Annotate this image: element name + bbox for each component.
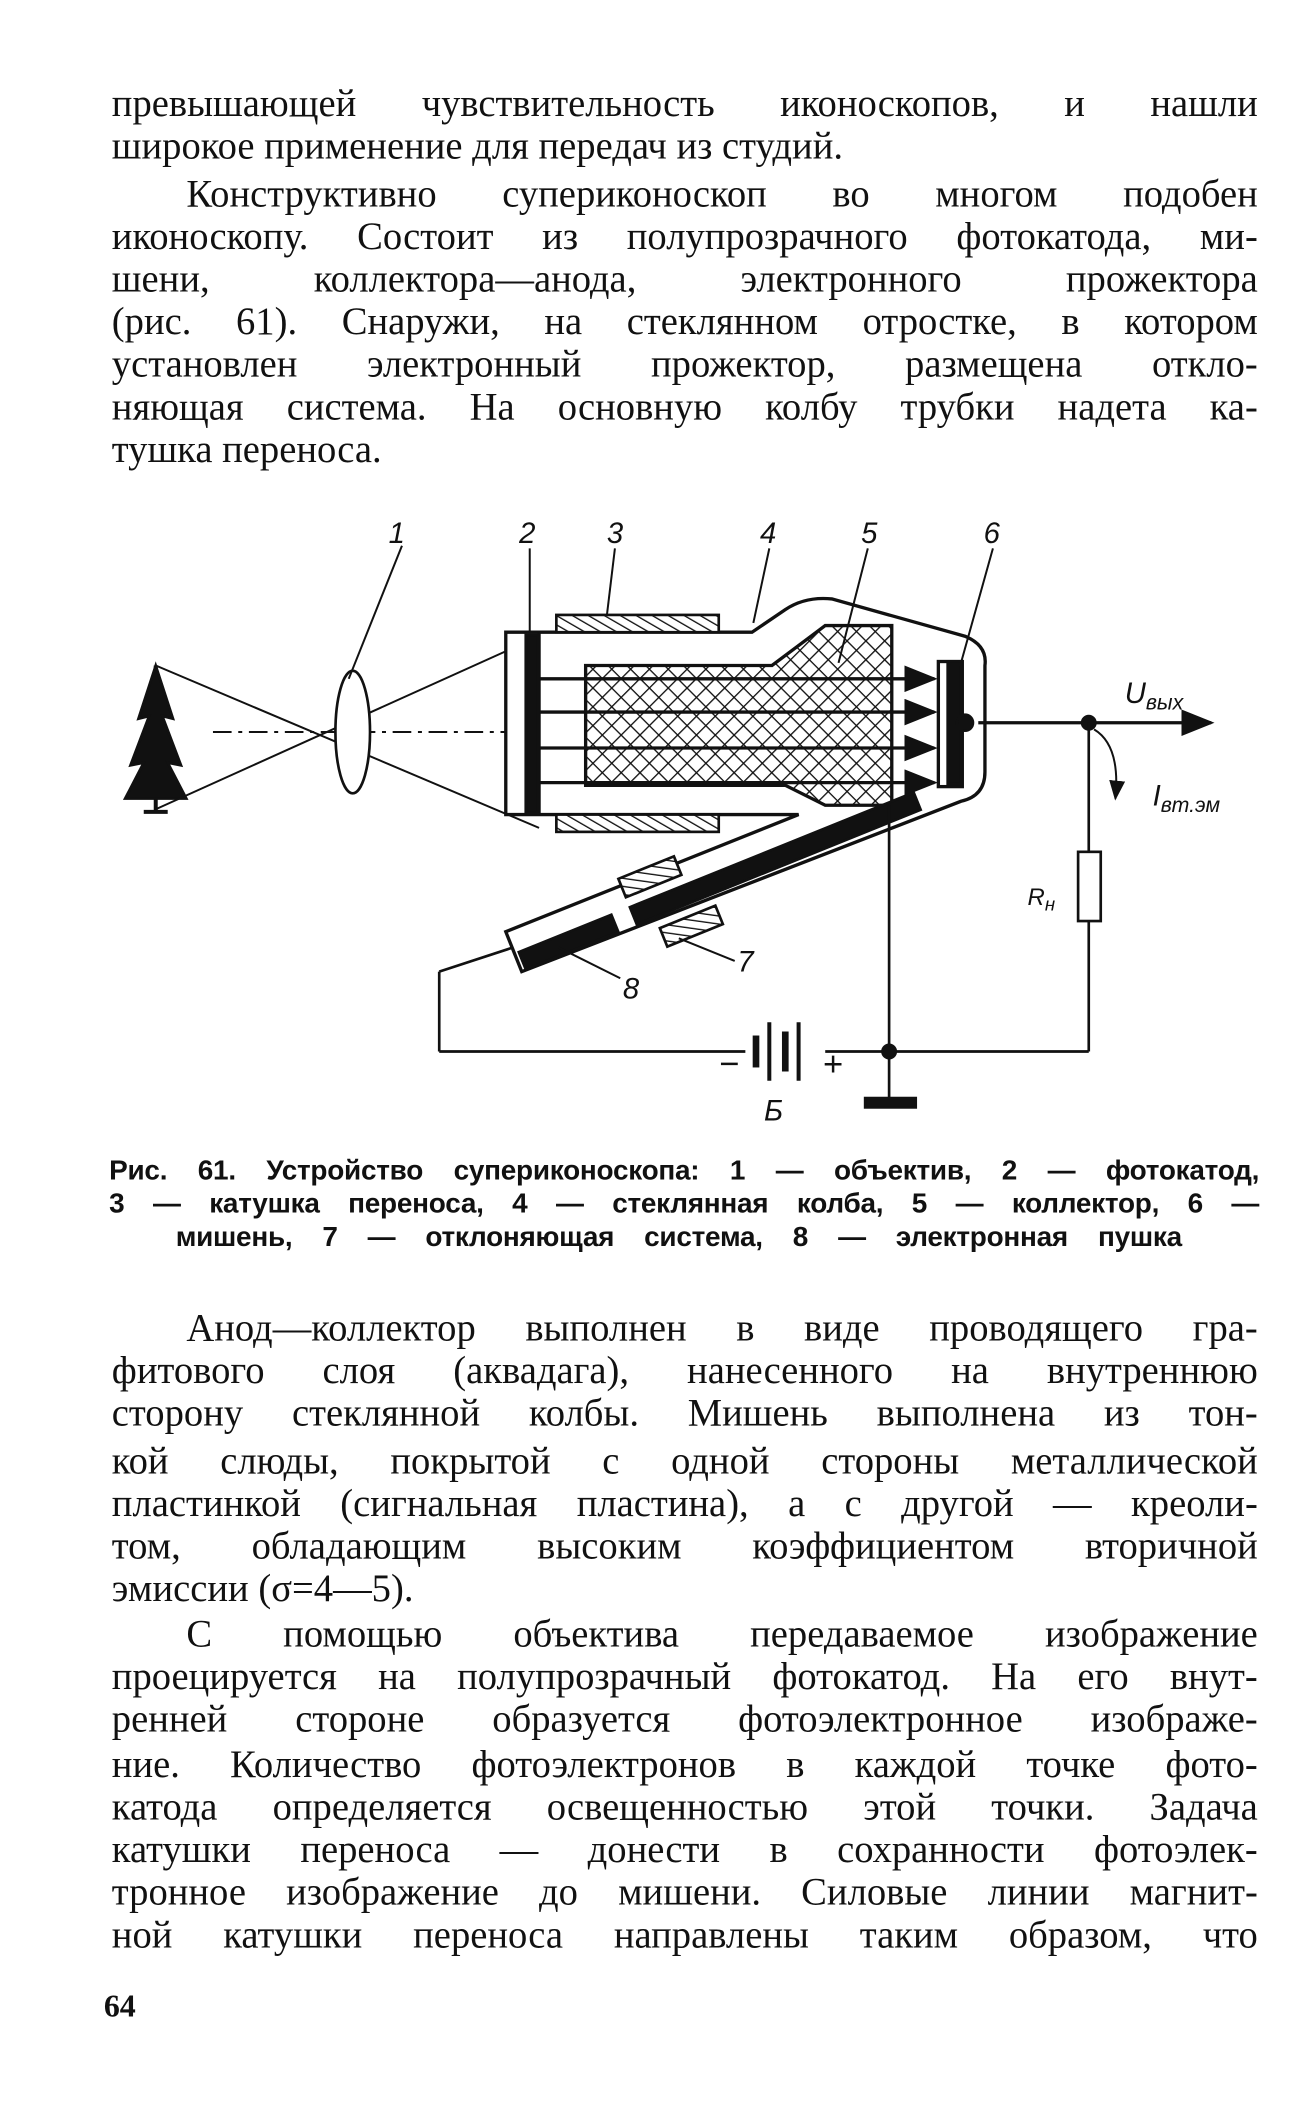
- text-line: пластинкой (сигнальная пластина), а с др…: [111, 1482, 1258, 1526]
- supericonoscope-diagram: 1 2 3 4 5 6 7 8 Uвых Iвт.эм Rн Б − +: [122, 517, 1221, 1128]
- text-line: тушка переноса.: [111, 428, 382, 472]
- caption-line: 3 — катушка переноса, 4 — стеклянная кол…: [109, 1188, 1260, 1220]
- ground: [863, 1096, 918, 1109]
- text-line: широкое применение для передач из студий…: [111, 125, 844, 168]
- text-line: фитового слоя (аквадага), нанесенного на…: [111, 1349, 1258, 1393]
- label-1: 1: [389, 517, 405, 550]
- label-leaders: [347, 545, 994, 980]
- u-out-label: U: [1125, 677, 1147, 710]
- load-resistor: [1076, 850, 1103, 923]
- transfer-coil-top: [555, 613, 721, 634]
- minus-sign: −: [719, 1045, 739, 1083]
- r-load-label: R: [1028, 884, 1045, 911]
- text-line: Конструктивно супериконоскоп во многом п…: [186, 173, 1258, 216]
- text-line: превышающей чувствительность иконоскопов…: [111, 82, 1258, 126]
- electron-gun: [517, 912, 621, 972]
- text-line: тронное изображение до мишени. Силовые л…: [111, 1871, 1258, 1914]
- u-out: Uвых: [1125, 677, 1185, 715]
- text-line: кой слюды, покрытой с одной стороны мета…: [111, 1440, 1258, 1483]
- electron-beams: [539, 665, 938, 796]
- caption-line: Рис. 61. Устройство супериконоскопа: 1 —…: [109, 1155, 1260, 1186]
- text-line: проецируется на полупрозрачный фотокатод…: [111, 1655, 1258, 1699]
- r-load: Rн: [1028, 884, 1056, 914]
- photocathode: [524, 633, 540, 815]
- u-out-sub: вых: [1146, 690, 1185, 714]
- label-7: 7: [737, 946, 755, 979]
- text-line: сторону стеклянной колбы. Мишень выполне…: [111, 1392, 1258, 1435]
- text-line: (рис. 61). Снаружи, на стеклянном отрост…: [111, 300, 1258, 344]
- text-line: шени, коллектора—анода, электронного про…: [111, 258, 1258, 301]
- plus-sign: +: [823, 1045, 843, 1083]
- text-line: няющая система. На основную колбу трубки…: [111, 385, 1258, 429]
- text-line: ренней стороне образуется фотоэлектронно…: [111, 1698, 1258, 1741]
- text-line: иконоскопу. Состоит из полупрозрачного ф…: [111, 215, 1258, 259]
- text-line: том, обладающим высоким коэффициентом вт…: [111, 1525, 1258, 1568]
- battery-label: Б: [764, 1095, 783, 1128]
- wire: [438, 946, 513, 973]
- tree-object-icon: [122, 661, 189, 814]
- deflection-coil-bottom: [658, 903, 725, 949]
- label-5: 5: [861, 517, 878, 550]
- text-line: ной катушки переноса направлены таким об…: [111, 1913, 1258, 1957]
- battery: [752, 1022, 801, 1081]
- text-line: катушки переноса — донести в сохранности…: [111, 1828, 1258, 1872]
- r-load-sub: н: [1045, 893, 1055, 914]
- label-2: 2: [518, 517, 535, 550]
- text-line: С помощью объектива передаваемое изображ…: [186, 1613, 1258, 1656]
- deflection-coil-top: [616, 854, 684, 900]
- gun-anode: [628, 790, 923, 927]
- label-3: 3: [607, 517, 624, 550]
- i-sec-label: I: [1153, 779, 1161, 812]
- text-line: Анод—коллектор выполнен в виде проводяще…: [186, 1307, 1258, 1350]
- page-number: 64: [103, 1989, 136, 2025]
- text-line: ние. Количество фотоэлектронов в каждой …: [111, 1743, 1258, 1787]
- lens: [334, 669, 372, 795]
- target-contact: [955, 713, 975, 733]
- transfer-coil-bottom: [555, 813, 721, 834]
- ground-junction: [881, 1043, 898, 1060]
- text-line: установлен электронный прожектор, размещ…: [111, 343, 1258, 386]
- caption-line: мишень, 7 — отклоняющая система, 8 — эле…: [175, 1221, 1183, 1253]
- text-line: катода определяется освещенностью этой т…: [111, 1786, 1258, 1829]
- label-4: 4: [760, 517, 776, 550]
- label-8: 8: [623, 972, 640, 1005]
- i-sec: Iвт.эм: [1153, 779, 1221, 817]
- label-6: 6: [984, 517, 1001, 550]
- text-line: эмиссии (σ=4—5).: [111, 1567, 414, 1611]
- secondary-current-arrow: [1093, 728, 1126, 801]
- i-sec-sub: вт.эм: [1161, 793, 1221, 817]
